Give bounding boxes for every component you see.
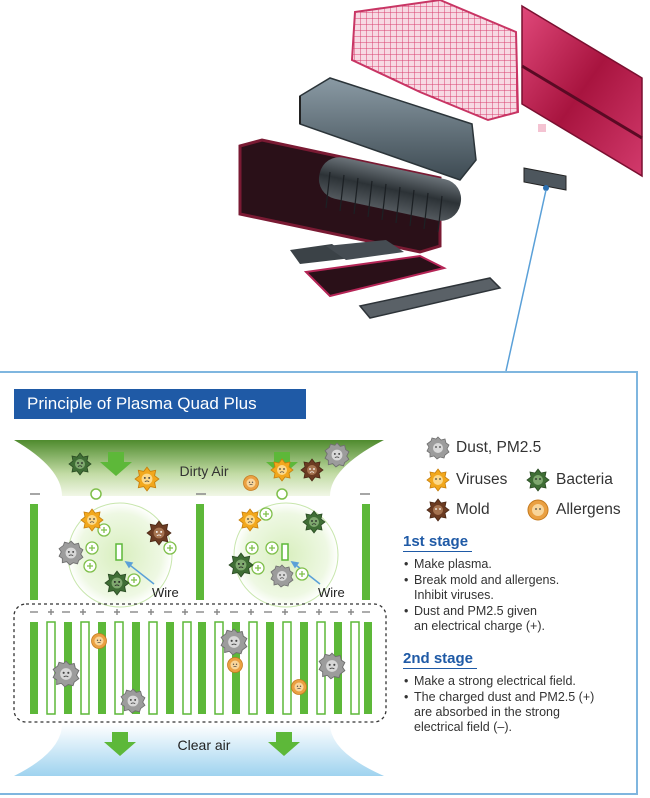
particle-legend: Dust, PM2.5 Viruses Bacteria Mold Allerg… [420,432,650,522]
main-body [238,138,462,254]
legend-label-allergens: Allergens [556,501,621,518]
second-stage-frame [13,603,387,723]
legend-item-viruses: Viruses [426,468,507,492]
legend-label-bacteria: Bacteria [556,471,613,488]
front-panel [521,4,643,178]
legend-label-dust: Dust, PM2.5 [456,439,542,456]
mold-icon [426,498,450,522]
callout-line [505,189,547,372]
bacteria-icon [526,468,550,492]
wire-label-right: Wire [318,585,345,600]
vane-parts [290,240,502,319]
air-filter-mesh [350,0,520,122]
panel-title: Principle of Plasma Quad Plus [14,389,306,419]
plus-signs [87,511,305,583]
wire-pointers [124,560,321,585]
legend-label-mold: Mold [456,501,490,518]
stage1-list: Make plasma. Break mold and allergens.In… [403,557,643,635]
clear-air-arrows [104,732,300,756]
wire-label-left: Wire [152,585,179,600]
stage2-item: The charged dust and PM2.5 (+)are absorb… [403,690,643,735]
air-conditioner-exploded-illustration [238,0,643,372]
dust-icon [426,436,450,460]
legend-item-mold: Mold [426,498,490,522]
ion-markers [90,488,288,500]
legend-item-allergens: Allergens [526,498,621,522]
stage2-list: Make a strong electrical field. The char… [403,674,643,736]
stage1-item: Make plasma. [403,557,643,572]
allergen-icon [527,499,549,521]
stage2-heading: 2nd stage [403,650,478,669]
legend-item-bacteria: Bacteria [526,468,613,492]
legend-label-viruses: Viruses [456,471,508,488]
stage2-item: Make a strong electrical field. [403,674,643,689]
second-stage-charge-row [30,609,370,615]
virus-icon [426,468,450,492]
stage1-item: Break mold and allergens.Inhibit viruses… [403,573,643,603]
plasma-unit [523,167,567,191]
clear-air-label: Clear air [178,737,231,753]
dirty-air-label: Dirty Air [180,463,229,479]
dirty-air-band [14,440,384,496]
grille-cover [299,77,477,181]
legend-item-dust: Dust, PM2.5 [426,436,541,460]
plasma-quad-diagram: Dirty Air Wire Wire [13,440,387,776]
first-stage-electrodes [30,504,370,600]
discharge-wires [115,543,289,561]
stage1-heading: 1st stage [403,533,473,552]
